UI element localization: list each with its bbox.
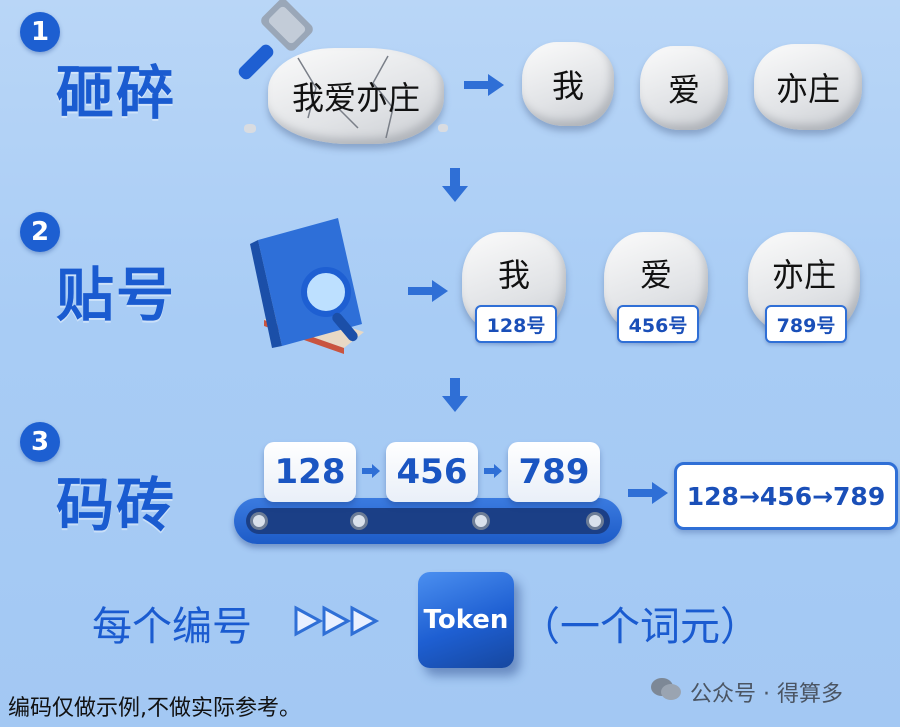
disclaimer-note: 编码仅做示例,不做实际参考。	[8, 696, 301, 721]
token-sequence-result: 128→456→789	[674, 462, 898, 530]
arrow-right-icon	[408, 280, 448, 302]
summary-right-text: （一个词元）	[520, 604, 760, 650]
whole-rock: 我爱亦庄	[268, 48, 444, 144]
small-arrow-icon	[362, 464, 380, 478]
number-tag-2: 456号	[617, 305, 699, 343]
triple-chevron-icon	[294, 605, 380, 637]
conveyor-roller	[250, 512, 268, 530]
piece-rock-1: 我	[522, 42, 614, 126]
step-2-title: 贴号	[56, 261, 177, 329]
piece-label: 亦庄	[771, 256, 836, 294]
piece-label: 我	[497, 256, 530, 294]
piece-label: 亦庄	[775, 70, 840, 108]
arrow-right-icon	[628, 482, 668, 504]
number-tile-1: 128	[264, 442, 356, 502]
hammer-icon	[238, 0, 313, 80]
piece-label: 爱	[667, 71, 700, 109]
arrow-down-icon	[442, 378, 468, 412]
conveyor-roller	[472, 512, 490, 530]
whole-rock-label: 我爱亦庄	[291, 79, 420, 117]
number-tag-1: 128号	[475, 305, 557, 343]
step-3-title: 码砖	[56, 471, 177, 539]
step-3-badge: 3	[20, 422, 60, 462]
number-tile-2: 456	[386, 442, 478, 502]
dictionary-book-icon	[250, 218, 364, 354]
piece-label: 爱	[639, 256, 672, 294]
step-1-badge: 1	[20, 12, 60, 52]
piece-label: 我	[551, 67, 584, 105]
number-tile-3: 789	[508, 442, 600, 502]
number-tag-3: 789号	[765, 305, 847, 343]
step-2-badge: 2	[20, 212, 60, 252]
token-cube: Token	[418, 572, 514, 668]
step-1-title: 砸碎	[56, 59, 177, 127]
conveyor-roller	[350, 512, 368, 530]
conveyor-roller	[586, 512, 604, 530]
small-arrow-icon	[484, 464, 502, 478]
wechat-icon	[650, 676, 682, 702]
piece-rock-3: 亦庄	[754, 44, 862, 130]
watermark-text: 公众号 · 得算多	[690, 682, 843, 707]
rock-debris	[438, 124, 448, 132]
piece-rock-2: 爱	[640, 46, 728, 130]
rock-debris	[244, 124, 256, 133]
summary-left-text: 每个编号	[92, 604, 252, 650]
conveyor-belt	[234, 498, 622, 544]
arrow-right-icon	[464, 74, 504, 96]
arrow-down-icon	[442, 168, 468, 202]
